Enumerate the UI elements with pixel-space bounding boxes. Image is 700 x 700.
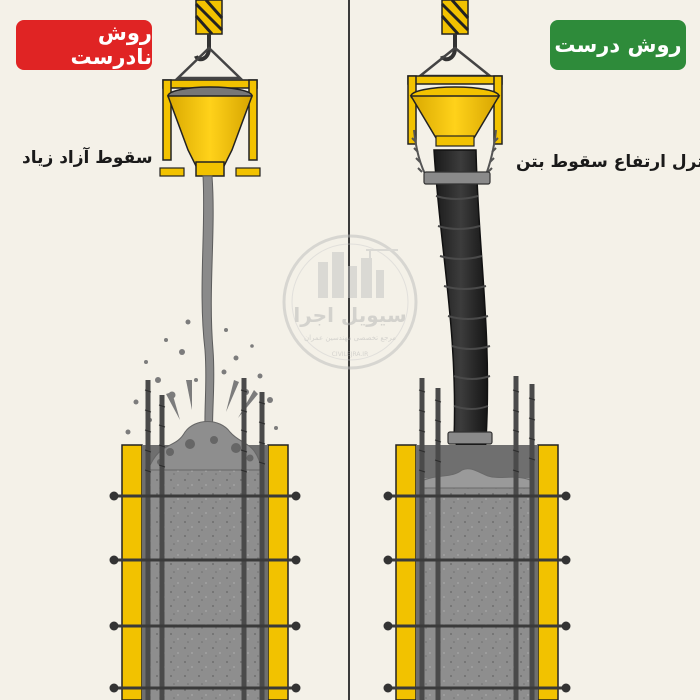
left-concrete-stream (201, 175, 215, 449)
hose-bottom-clamp (447, 431, 493, 445)
right-rebars (419, 376, 535, 700)
watermark-skyline-icon (318, 252, 384, 298)
wrong-method-badge: روش نادرست (16, 20, 152, 70)
watermark-logo: سیویل اجرا مرجع تخصصی مهندسین عمران CIVI… (282, 234, 418, 370)
free-fall-caption: سقوط آزاد زیاد (22, 148, 153, 168)
height-control-caption: کنترل ارتفاع سقوط بتن (516, 152, 700, 172)
right-hopper-frame (407, 75, 503, 145)
left-hopper (159, 86, 261, 177)
watermark-url: CIVILEJRA.IR (332, 351, 369, 358)
right-form-ties (383, 491, 571, 693)
tremie-hose-ribs (435, 195, 491, 410)
watermark-subtitle: مرجع تخصصی مهندسین عمران (304, 334, 396, 342)
right-crane-hook (416, 0, 494, 78)
hose-top-clamp (423, 171, 491, 185)
left-rebar-ribs (144, 389, 266, 473)
tremie-hose (433, 149, 489, 441)
left-crane-hook (174, 0, 244, 80)
right-rebar-ribs (418, 389, 536, 473)
left-form-ties (109, 491, 301, 693)
correct-method-badge: روش درست (550, 20, 686, 70)
right-hopper (409, 86, 501, 147)
watermark-title: سیویل اجرا (293, 303, 406, 327)
